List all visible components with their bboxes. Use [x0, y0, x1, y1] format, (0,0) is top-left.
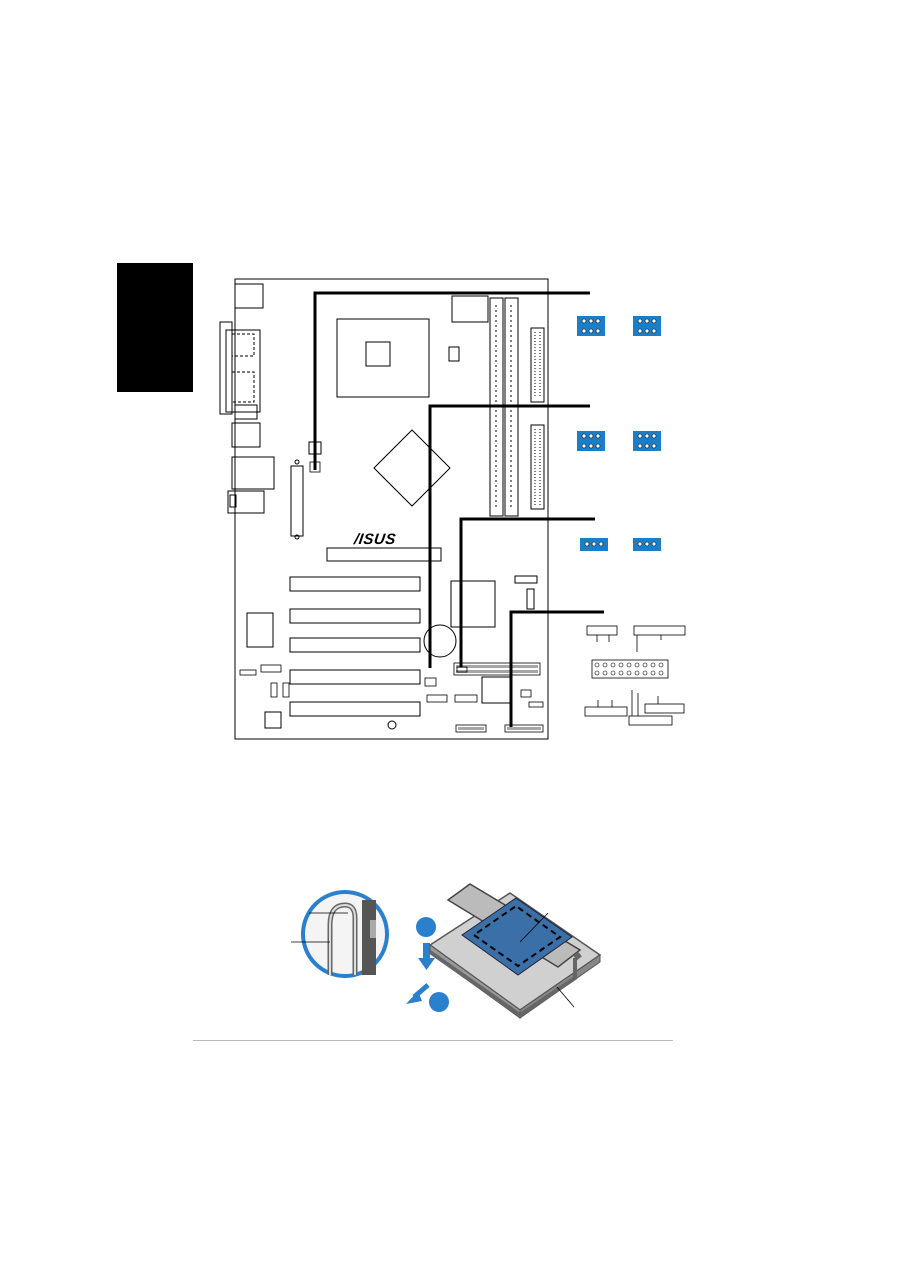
footer-rule [193, 1040, 673, 1041]
socket-contact-area [461, 897, 573, 976]
cmos-battery [423, 624, 457, 658]
sata-connector-2 [526, 588, 535, 610]
southbridge-chip [450, 580, 496, 628]
fp-pin-row [591, 659, 669, 679]
pull-out-arrow [406, 983, 430, 1004]
callout-line-2 [428, 404, 590, 668]
ide-connectors [530, 327, 545, 510]
callout-lines [313, 291, 604, 727]
callout-line-1 [313, 291, 590, 470]
northbridge-chip [373, 429, 451, 507]
lever-detail-magnifier [301, 890, 389, 978]
board-outline [234, 278, 549, 740]
fp-label-box-2 [633, 625, 686, 636]
plate-callout [519, 912, 549, 943]
bios-chip [246, 612, 274, 648]
floppy-connector [290, 465, 304, 537]
fp-pins [594, 662, 664, 676]
rear-io-panel [219, 283, 275, 514]
fp-label-box-4 [628, 715, 673, 726]
fp-label-box-3 [584, 706, 628, 717]
jumper-pins [581, 318, 657, 547]
fp-label-box-5 [644, 703, 685, 714]
callout-line-4 [509, 610, 604, 727]
sata-connector-1 [514, 575, 538, 584]
power-connector [451, 295, 489, 323]
cpu-fan-header [448, 346, 460, 362]
front-panel-header-diagram [584, 625, 686, 726]
load-lever [428, 950, 582, 1017]
step-one-marker [416, 917, 436, 937]
push-down-arrow [418, 943, 435, 970]
expansion-slots [289, 547, 442, 717]
audio-chip [264, 711, 282, 729]
cpu-socket [336, 318, 430, 398]
step-two-marker [429, 992, 449, 1012]
section-tab [117, 263, 193, 392]
fp-label-box-1 [586, 625, 618, 636]
lever-callout [556, 986, 575, 1008]
callout-line-3 [459, 517, 595, 667]
header-pin-dots [456, 665, 541, 730]
